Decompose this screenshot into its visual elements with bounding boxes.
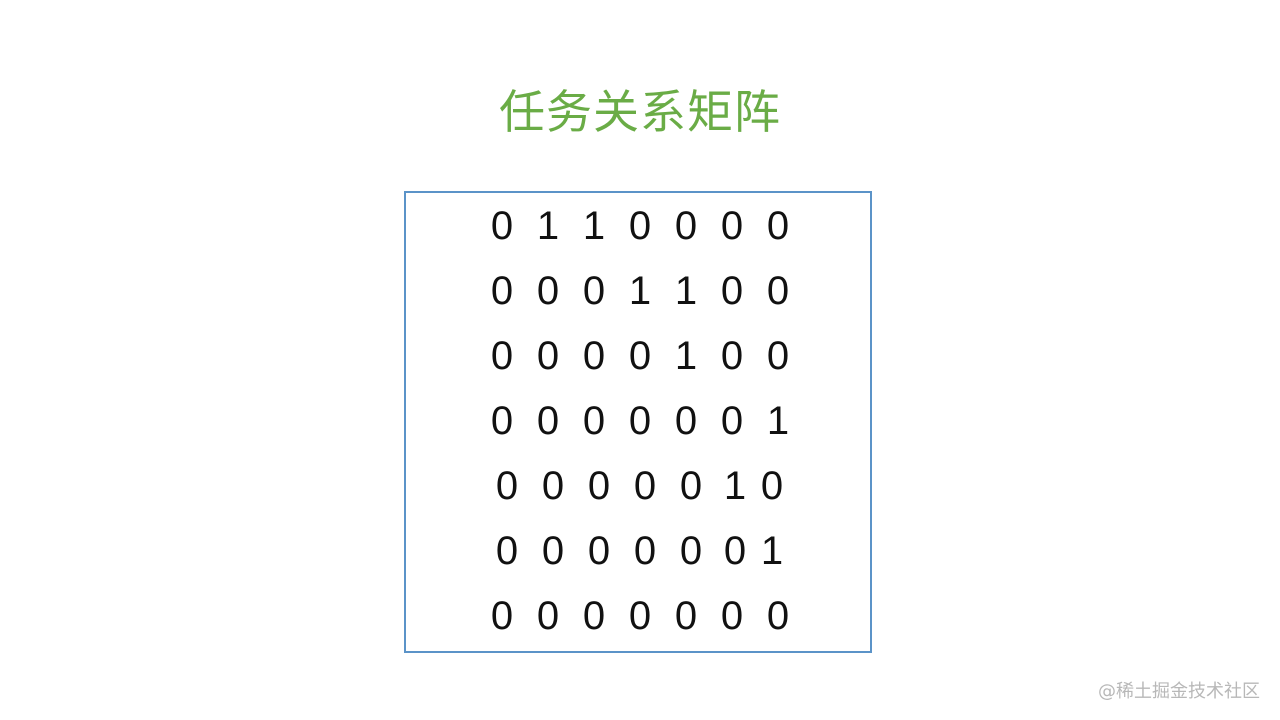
matrix-cell: 0 bbox=[633, 464, 657, 508]
matrix-cell: 0 bbox=[495, 529, 519, 573]
matrix-cell: 0 bbox=[628, 399, 652, 443]
matrix-cell: 0 bbox=[490, 204, 514, 248]
matrix-cell: 0 bbox=[587, 529, 611, 573]
matrix-cell: 1 bbox=[536, 204, 560, 248]
watermark: @稀土掘金技术社区 bbox=[1098, 681, 1260, 702]
matrix-cell: 0 bbox=[541, 529, 565, 573]
matrix-cell: 1 bbox=[628, 269, 652, 313]
matrix-cell: 0 bbox=[490, 334, 514, 378]
matrix-cell: 0 bbox=[582, 399, 606, 443]
matrix-cell: 1 bbox=[760, 529, 784, 573]
matrix-cell: 0 bbox=[720, 269, 744, 313]
matrix-cell: 0 bbox=[536, 269, 560, 313]
matrix-cell: 0 bbox=[628, 594, 652, 638]
matrix-cell: 0 bbox=[490, 399, 514, 443]
matrix-cell: 0 bbox=[582, 334, 606, 378]
matrix-cell: 0 bbox=[674, 204, 698, 248]
matrix-cell: 0 bbox=[582, 594, 606, 638]
matrix-cell: 0 bbox=[582, 269, 606, 313]
matrix-cell: 0 bbox=[495, 464, 519, 508]
matrix-cell: 0 bbox=[536, 334, 560, 378]
matrix-cell: 0 bbox=[766, 204, 790, 248]
matrix-cell: 0 bbox=[679, 529, 703, 573]
matrix-cell: 0 bbox=[760, 464, 784, 508]
matrix-cell: 0 bbox=[720, 399, 744, 443]
matrix-cell: 1 bbox=[766, 399, 790, 443]
matrix-cell: 0 bbox=[674, 399, 698, 443]
matrix-cell: 0 bbox=[720, 594, 744, 638]
matrix-cell: 1 bbox=[674, 334, 698, 378]
matrix-cell: 0 bbox=[490, 594, 514, 638]
matrix-cell: 0 bbox=[766, 269, 790, 313]
matrix-cell: 0 bbox=[536, 399, 560, 443]
matrix-cell: 0 bbox=[536, 594, 560, 638]
matrix-cell: 1 bbox=[723, 464, 747, 508]
matrix-cell: 0 bbox=[633, 529, 657, 573]
matrix-cell: 0 bbox=[587, 464, 611, 508]
matrix-cell: 0 bbox=[723, 529, 747, 573]
matrix-cell: 0 bbox=[679, 464, 703, 508]
matrix-cell: 0 bbox=[720, 204, 744, 248]
matrix-cell: 0 bbox=[720, 334, 744, 378]
page-title: 任务关系矩阵 bbox=[499, 85, 781, 139]
matrix-cell: 1 bbox=[674, 269, 698, 313]
matrix-cell: 0 bbox=[628, 204, 652, 248]
matrix-cell: 0 bbox=[541, 464, 565, 508]
matrix-cell: 0 bbox=[674, 594, 698, 638]
matrix-cell: 0 bbox=[490, 269, 514, 313]
matrix-cell: 1 bbox=[582, 204, 606, 248]
matrix-cell: 0 bbox=[766, 334, 790, 378]
matrix-cell: 0 bbox=[766, 594, 790, 638]
matrix-cell: 0 bbox=[628, 334, 652, 378]
